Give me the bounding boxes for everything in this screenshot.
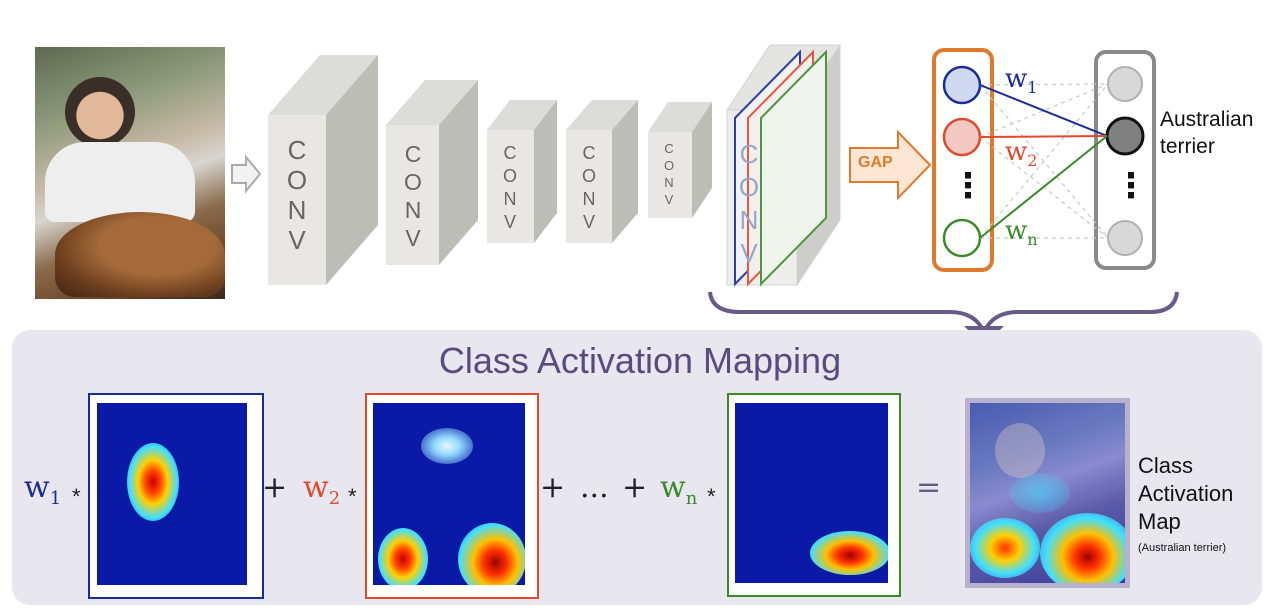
connection-w1	[979, 84, 1108, 137]
panel-w1: w1	[24, 470, 62, 509]
heatmap-1	[97, 403, 247, 585]
input-photo	[35, 47, 225, 299]
cam-title: Class Activation Mapping	[438, 340, 842, 381]
heatmap-2	[373, 403, 525, 585]
times-op-1: *	[72, 484, 81, 509]
connection-w2	[979, 135, 1108, 138]
weight-wn-label: wn	[1005, 216, 1038, 250]
heatmap-n	[735, 403, 888, 583]
plus-op-2: +	[540, 470, 566, 505]
times-op-2: *	[348, 484, 357, 509]
conv-block-4	[566, 100, 638, 243]
weight-w1-label: w1	[1005, 64, 1038, 98]
panel-wn: wn	[660, 470, 698, 509]
gap-arrow	[849, 129, 932, 201]
ellipsis-op: ...	[580, 470, 609, 505]
conv-label-1: CONV	[286, 135, 308, 255]
photo-shirt	[45, 142, 195, 222]
output-node-target	[1105, 116, 1145, 156]
conv-block-3	[487, 100, 557, 243]
feature-map-green	[760, 49, 827, 287]
output-node-box	[1094, 50, 1156, 270]
conv-block-2	[386, 80, 478, 265]
output-node-dots: ⋮	[1114, 167, 1148, 205]
conv-label-4: CONV	[581, 143, 596, 232]
gap-label: GAP	[858, 154, 893, 171]
gap-node-2	[942, 117, 982, 157]
cam-result-label: Class Activation Map	[1138, 453, 1234, 534]
gap-node-1	[942, 65, 982, 105]
conv-label-5: CONV	[663, 141, 675, 207]
bracket-connector	[708, 291, 1179, 337]
conv-label-6: CONV	[738, 139, 760, 268]
faint-connections	[979, 83, 1109, 239]
connection-wn	[979, 135, 1108, 239]
conv-block-6	[726, 43, 841, 287]
conv-label-3: CONV	[502, 143, 517, 232]
cam-result-image	[970, 403, 1125, 583]
times-op-3: *	[707, 484, 716, 509]
weight-w2-label: w2	[1005, 137, 1038, 171]
photo-dog	[55, 212, 225, 297]
gap-node-n	[942, 218, 982, 258]
plus-op-3: +	[622, 470, 648, 505]
output-class-label: Australian terrier	[1160, 108, 1254, 158]
conv-label-2: CONV	[404, 141, 422, 251]
equals-op: =	[916, 470, 942, 505]
conv-block-1	[268, 55, 378, 285]
output-node-n	[1107, 220, 1143, 256]
panel-w2: w2	[303, 470, 341, 509]
output-node-1	[1107, 66, 1143, 102]
cam-result-sublabel: (Australian terrier)	[1138, 542, 1227, 554]
photo-person	[65, 77, 135, 147]
gap-node-box	[932, 48, 994, 272]
plus-op-1: +	[262, 470, 288, 505]
conv-block-5	[648, 102, 712, 218]
gap-node-dots: ⋮	[951, 167, 985, 205]
input-arrow	[231, 154, 262, 194]
